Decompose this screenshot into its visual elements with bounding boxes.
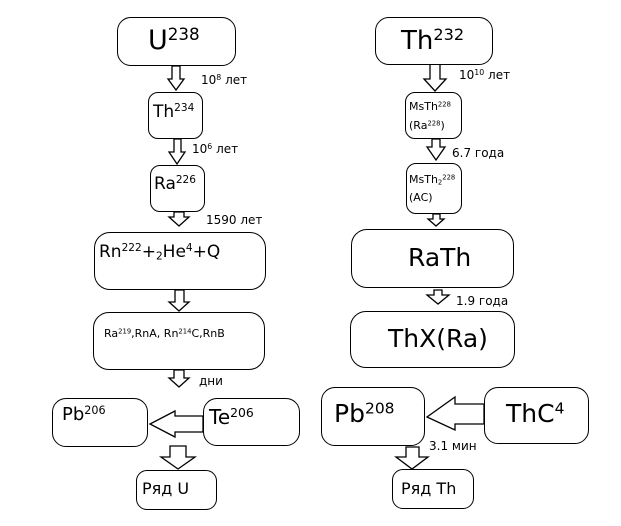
node-pb208: Pb208	[321, 387, 425, 446]
arrow-down-icon	[158, 445, 198, 470]
node-label: Ряд Th	[401, 479, 457, 498]
halflife-label: 106 лет	[192, 142, 239, 156]
node-thx: ThX(Ra)	[350, 311, 515, 368]
node-msth228: MsTh228 (Ra228)	[405, 92, 462, 139]
halflife-label: 3.1 мин	[429, 439, 477, 453]
node-label: (Ra228)	[409, 119, 445, 132]
node-label: Ряд U	[142, 479, 190, 498]
arrow-down-icon	[167, 369, 191, 388]
node-label: Th232	[401, 25, 465, 56]
node-label: Th234	[153, 102, 195, 122]
node-label: MsTh2228	[409, 173, 456, 187]
node-th234: Th234	[148, 92, 203, 139]
halflife-label: дни	[199, 374, 223, 388]
arrow-down-icon	[167, 211, 191, 227]
node-label: MsTh228	[409, 100, 451, 113]
node-ra226: Ra226	[150, 165, 205, 212]
node-te206: Te206	[203, 398, 300, 446]
node-label: Ra226	[154, 174, 196, 194]
halflife-label: 108 лет	[201, 73, 248, 87]
node-label: ThX(Ra)	[388, 324, 488, 353]
node-series-th: Ряд Th	[392, 469, 474, 509]
arrow-down-icon	[425, 289, 451, 305]
node-msth2-228: MsTh2228 (AC)	[406, 163, 462, 214]
arrow-down-icon	[167, 138, 187, 166]
node-series-u: Ряд U	[136, 470, 217, 510]
halflife-label: 1.9 года	[456, 294, 509, 308]
node-label: RaTh	[408, 243, 472, 272]
node-label: ThC4	[506, 399, 565, 428]
node-label: Pb208	[334, 399, 395, 428]
arrow-down-icon	[422, 63, 448, 92]
halflife-label: 6.7 года	[452, 146, 505, 160]
node-pb206: Pb206	[52, 398, 148, 447]
arrow-down-icon	[426, 213, 446, 227]
node-th232: Th232	[375, 17, 493, 65]
node-label: Pb206	[62, 403, 106, 425]
arrow-down-icon	[167, 289, 191, 312]
node-label: U238	[148, 23, 200, 56]
node-rn222: Rn222+2He4+Q	[94, 232, 266, 290]
halflife-label: 1590 лет	[206, 213, 263, 227]
node-label: Rn222+2He4+Q	[99, 242, 221, 263]
node-thc4: ThC4	[484, 387, 589, 444]
node-label: Te206	[209, 405, 254, 429]
arrow-left-icon	[425, 395, 485, 432]
arrow-down-icon	[394, 446, 430, 470]
node-u238: U238	[117, 17, 236, 66]
node-label: (AC)	[409, 191, 433, 204]
arrow-left-icon	[148, 409, 204, 439]
halflife-label: 1010 лет	[459, 68, 511, 82]
arrow-down-icon	[425, 138, 447, 162]
node-label: Ra219,RnA, Rn214C,RnB	[104, 327, 225, 340]
arrow-down-icon	[166, 65, 186, 92]
node-ra219: Ra219,RnA, Rn214C,RnB	[93, 312, 265, 370]
node-rath: RaTh	[351, 229, 514, 288]
